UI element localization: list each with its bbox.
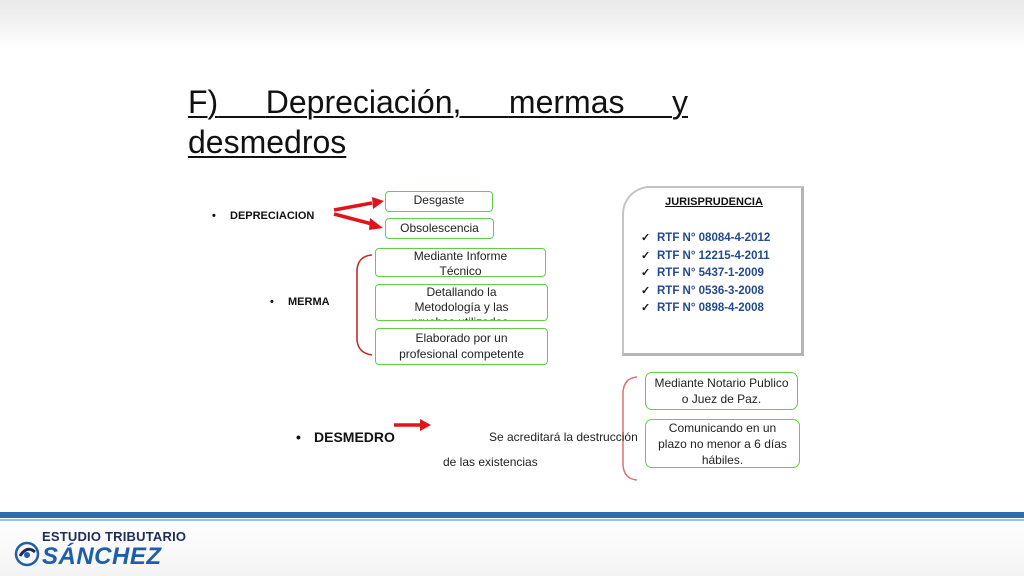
obsolescencia-box: Obsolescencia [385, 218, 494, 239]
rtf-reference: RTF N° 08084-4-2012 [657, 232, 771, 244]
rtf-reference: RTF N° 5437-1-2009 [657, 267, 764, 279]
jurisprudencia-title: JURISPRUDENCIA [665, 196, 763, 208]
check-icon: ✓ [641, 249, 651, 262]
depreciacion-arrows [333, 197, 384, 230]
desmedro-text-line2: de las existencias [443, 455, 538, 469]
logo-text-top: ESTUDIO TRIBUTARIO [42, 529, 187, 544]
rtf-list: ✓ RTF N° 08084-4-2012 ✓ RTF N° 12215-4-201… [641, 230, 770, 318]
desmedro-bullet: • DESMEDRO [296, 429, 395, 445]
arrow-to-desgaste [333, 201, 373, 212]
notario-box: Mediante Notario Publico o Juez de Paz. [645, 372, 798, 410]
merma-label: MERMA [288, 296, 330, 308]
plazo-box: Comunicando en un plazo no menor a 6 día… [645, 419, 800, 468]
footer [0, 521, 1024, 576]
title-word: F) [188, 84, 219, 120]
desmedro-label: DESMEDRO [314, 429, 395, 445]
check-icon: ✓ [641, 302, 651, 314]
rtf-reference: RTF N° 0898-4-2008 [657, 302, 764, 314]
footer-band [0, 512, 1024, 518]
check-icon: ✓ [641, 284, 651, 297]
estudio-sanchez-logo: ESTUDIO TRIBUTARIO SÁNCHEZ [14, 529, 187, 573]
logo-icon [14, 541, 40, 567]
check-icon: ✓ [641, 232, 651, 244]
header-background [0, 0, 1024, 48]
desgaste-box: Desgaste [385, 191, 493, 212]
list-item: ✓ RTF N° 0898-4-2008 [641, 300, 770, 318]
depreciacion-label: DEPRECIACION [230, 210, 315, 222]
bullet-dot: • [270, 296, 274, 308]
list-item: ✓ RTF N° 12215-4-2011 [641, 248, 770, 266]
arrow-head [372, 197, 384, 209]
title-word: mermas [508, 84, 625, 120]
merma-bullet: • MERMA [270, 296, 330, 308]
title-word: desmedros [188, 124, 347, 160]
arrow-head [420, 419, 431, 431]
check-icon: ✓ [641, 267, 651, 279]
depreciacion-bullet: • DEPRECIACION [212, 210, 314, 222]
list-item: ✓ RTF N° 08084-4-2012 [641, 230, 770, 248]
desmedro-bracket [622, 376, 638, 481]
arrow-to-obsolescencia [333, 212, 373, 226]
metodologia-box: Detallando la Metodología y las pruebas … [375, 284, 548, 321]
arrow-head [369, 218, 383, 230]
desmedro-arrow [394, 419, 431, 431]
rtf-reference: RTF N° 12215-4-2011 [657, 249, 770, 262]
bullet-dot: • [296, 429, 301, 445]
bullet-dot: • [212, 210, 216, 222]
list-item: ✓ RTF N° 0536-3-2008 [641, 283, 770, 301]
merma-bracket [356, 254, 373, 356]
title-word: Depreciación, [265, 84, 462, 120]
desmedro-text-line1: Se acreditará la destrucción [489, 430, 638, 444]
footer-band-light [0, 519, 1024, 521]
jurisprudencia-panel: JURISPRUDENCIA ✓ RTF N° 08084-4-2012 ✓ RTF… [622, 186, 804, 356]
rtf-reference: RTF N° 0536-3-2008 [657, 284, 764, 297]
profesional-box: Elaborado por un profesional competente [375, 328, 548, 365]
list-item: ✓ RTF N° 5437-1-2009 [641, 265, 770, 283]
slide-title: F) Depreciación, mermas y desmedros [188, 82, 688, 162]
informe-tecnico-box: Mediante Informe Técnico [375, 248, 546, 277]
title-word: y [672, 84, 689, 120]
logo-text-bottom: SÁNCHEZ [42, 543, 162, 570]
